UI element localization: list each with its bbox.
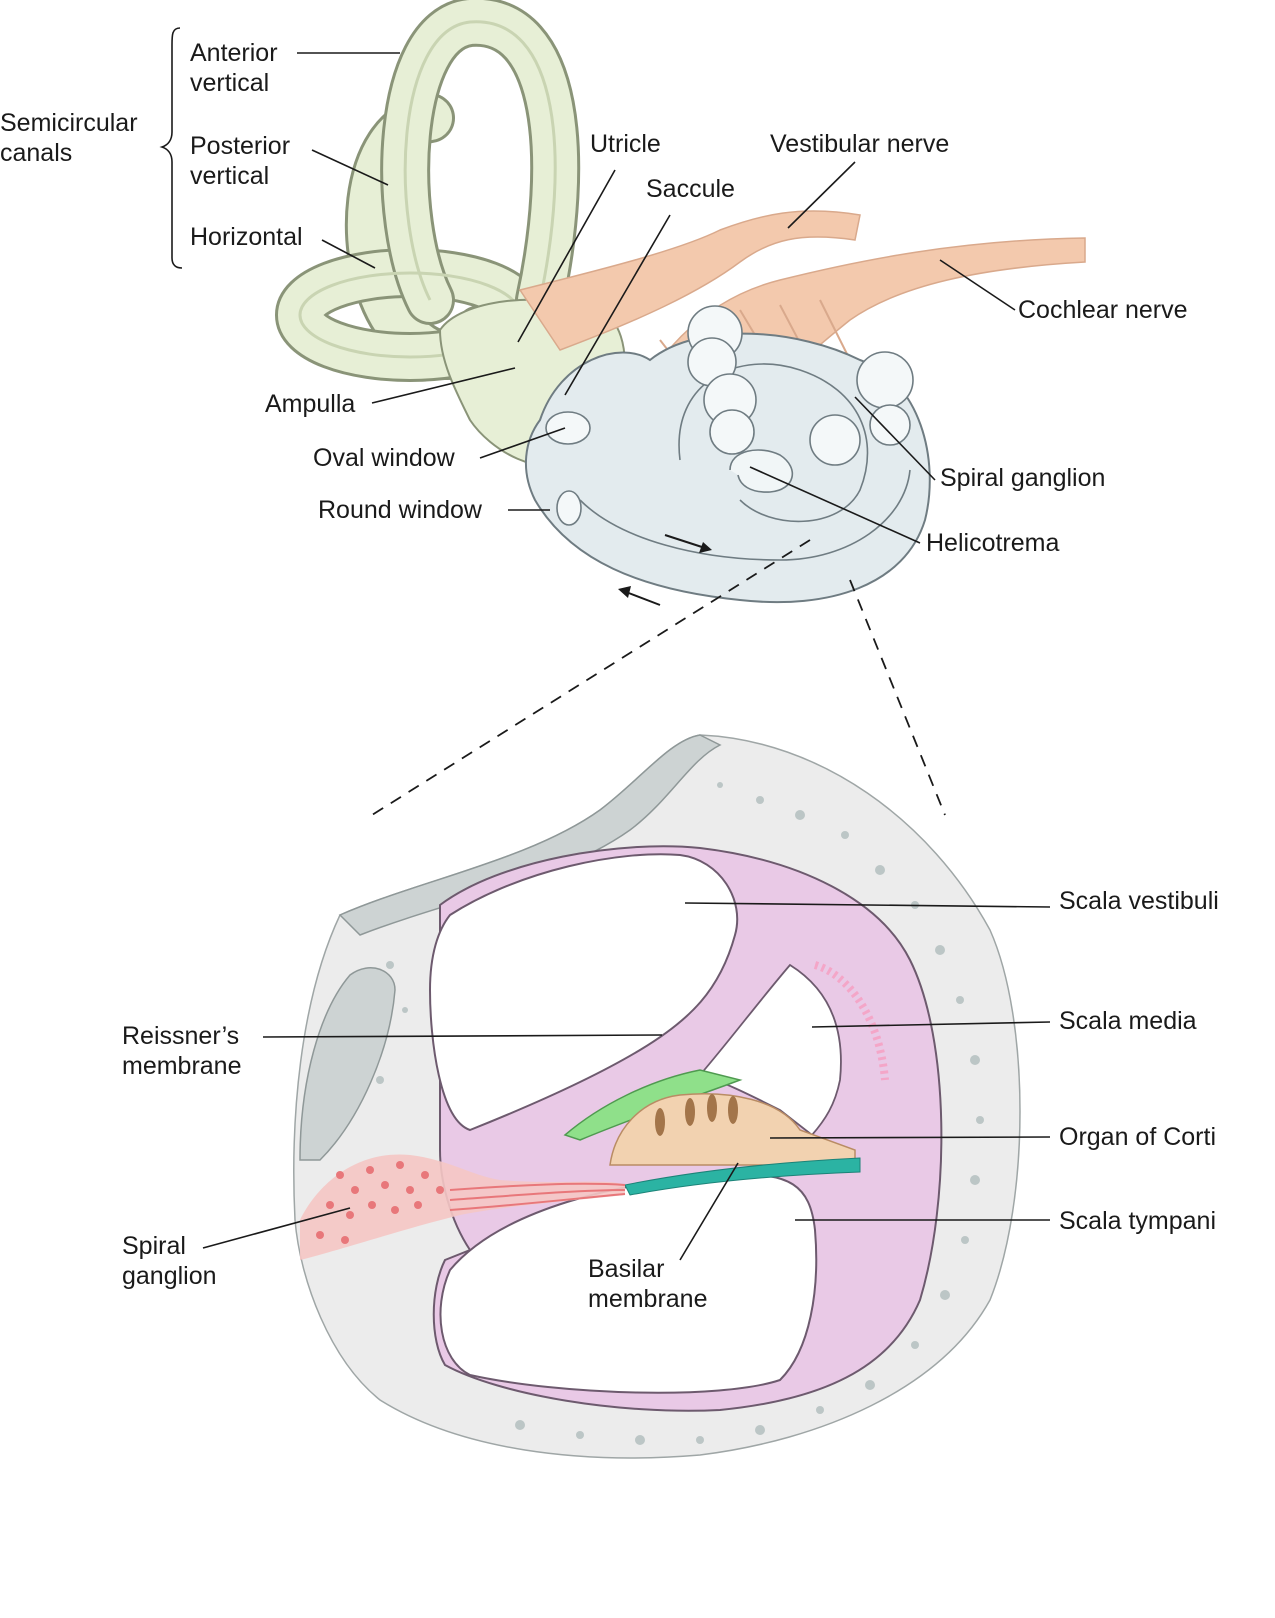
label-organ-of-corti: Organ of Corti xyxy=(1059,1123,1216,1151)
label-ampulla: Ampulla xyxy=(265,390,355,418)
label-basilar-membrane: Basilar membrane xyxy=(588,1255,708,1313)
spiral-ganglion-cluster xyxy=(300,1154,626,1260)
zoom-line-right xyxy=(849,579,946,816)
label-scala-tympani: Scala tympani xyxy=(1059,1207,1216,1235)
leader-lines xyxy=(159,27,1051,1261)
label-scala-vestibuli: Scala vestibuli xyxy=(1059,887,1219,915)
label-cochlear-nerve: Cochlear nerve xyxy=(1018,296,1188,324)
label-utricle: Utricle xyxy=(590,130,661,158)
label-vestibular-nerve: Vestibular nerve xyxy=(770,130,949,158)
label-saccule: Saccule xyxy=(646,175,735,203)
label-spiral-ganglion-top: Spiral ganglion xyxy=(940,464,1105,492)
label-round-window: Round window xyxy=(318,496,483,524)
label-reissners-membrane: Reissner’s membrane xyxy=(122,1022,246,1080)
label-helicotrema: Helicotrema xyxy=(926,529,1059,557)
label-semicircular-canals: Semicircular canals xyxy=(0,109,144,167)
label-oval-window: Oval window xyxy=(313,444,456,472)
cochlear-cross-section xyxy=(293,734,1021,1459)
cochlea xyxy=(524,305,931,606)
zoom-line-left xyxy=(371,539,811,816)
label-posterior-vertical: Posterior vertical xyxy=(190,132,297,190)
label-anterior-vertical: Anterior vertical xyxy=(190,39,285,97)
label-horizontal: Horizontal xyxy=(190,223,303,251)
label-spiral-ganglion-bottom: Spiral ganglion xyxy=(122,1232,217,1290)
label-scala-media: Scala media xyxy=(1059,1007,1197,1035)
